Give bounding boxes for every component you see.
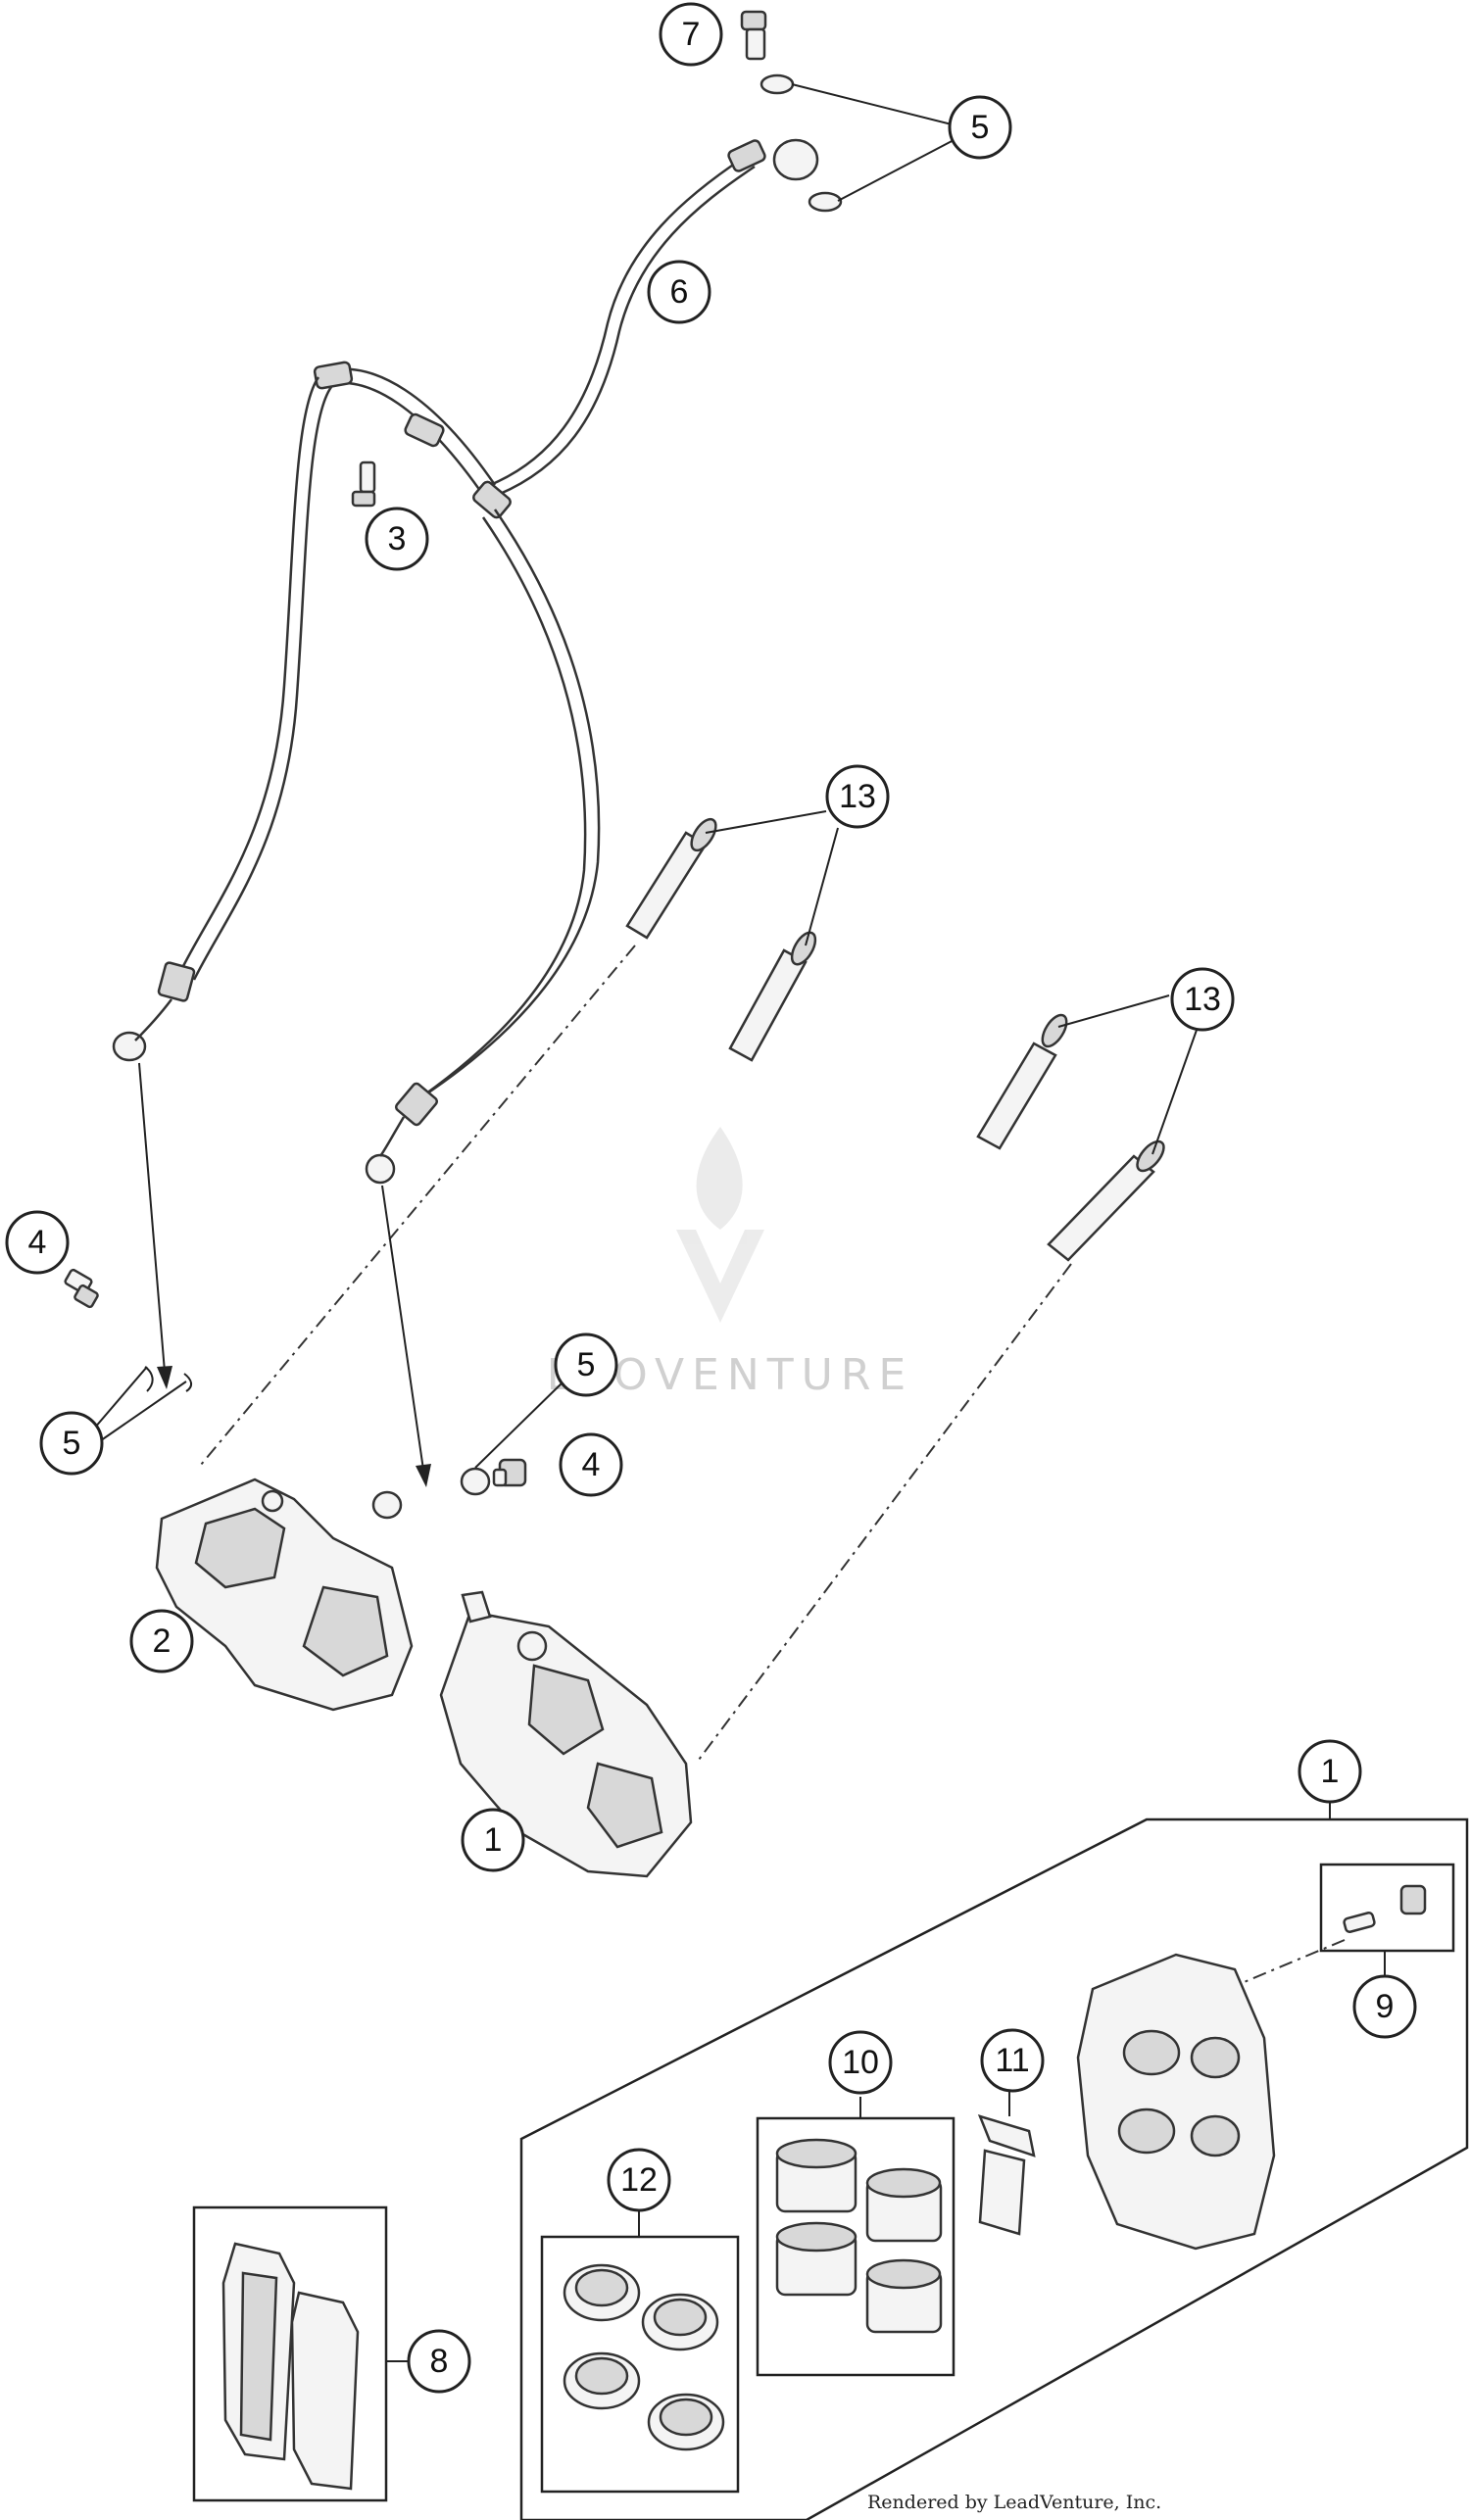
svg-text:7: 7 (682, 16, 701, 53)
callout-10: 10 (828, 2030, 893, 2095)
sealing-washer-part (144, 1366, 154, 1392)
callout-8: 8 (407, 2329, 471, 2394)
bleeder-kit-box (1319, 1863, 1455, 1953)
caliper-kit-outline (519, 1817, 1469, 2520)
svg-text:11: 11 (995, 2042, 1029, 2079)
piston-kit-box (756, 2116, 956, 2377)
brake-pad-box (192, 2205, 388, 2502)
piston-part (865, 2258, 943, 2334)
callout-1-main: 1 (461, 1808, 525, 1872)
brake-pad-part (221, 2242, 360, 2491)
svg-text:9: 9 (1376, 1988, 1395, 2025)
guide-pin-part (625, 817, 717, 940)
watermark-logo (676, 1127, 764, 1323)
pad-spring-part (977, 2114, 1036, 2236)
piston-seal-part (563, 2263, 725, 2451)
svg-text:8: 8 (430, 2343, 449, 2380)
svg-text:4: 4 (582, 1446, 601, 1483)
svg-text:5: 5 (63, 1425, 81, 1462)
sealing-washer-part (760, 73, 795, 95)
svg-text:1: 1 (1321, 1753, 1340, 1790)
caliper-bracket-part (155, 1478, 414, 1712)
svg-text:12: 12 (620, 2161, 658, 2199)
sealing-washer-part (183, 1373, 192, 1392)
svg-text:6: 6 (670, 273, 689, 311)
sealing-washer-part (371, 1490, 403, 1520)
guide-pin-part (976, 1013, 1068, 1150)
callout-3: 3 (365, 507, 429, 571)
banjo-bolt-part (740, 10, 767, 61)
bleeder-valve-part (1343, 1884, 1427, 1933)
callout-5-mid: 5 (554, 1333, 618, 1397)
credit-text: Rendered by LeadVenture, Inc. (867, 2492, 1161, 2513)
svg-text:13: 13 (1184, 981, 1221, 1018)
svg-text:1: 1 (484, 1821, 503, 1859)
svg-text:3: 3 (388, 520, 407, 557)
brake-hose-part (112, 138, 819, 1185)
bolt-part (351, 460, 376, 508)
guide-pin-part (728, 931, 817, 1062)
bleed-screw-part (492, 1458, 527, 1487)
callout-4-mid: 4 (559, 1432, 623, 1497)
callout-2: 2 (129, 1609, 194, 1673)
piston-part (775, 2221, 858, 2297)
callout-7: 7 (659, 2, 723, 67)
assembly-axis-line (695, 1263, 1072, 1765)
svg-text:5: 5 (971, 109, 990, 146)
callout-5-left: 5 (39, 1411, 104, 1476)
svg-text:10: 10 (842, 2044, 879, 2081)
callout-5-top: 5 (948, 95, 1012, 160)
callout-11: 11 (980, 2028, 1045, 2093)
callout-1-kit: 1 (1298, 1739, 1362, 1804)
callout-4-left: 4 (5, 1210, 70, 1275)
svg-text:2: 2 (153, 1623, 172, 1660)
callout-13-upper: 13 (825, 764, 890, 829)
callout-6: 6 (647, 260, 711, 324)
svg-text:5: 5 (577, 1346, 596, 1383)
callout-13-lower: 13 (1170, 967, 1235, 1032)
bleed-screw-part (64, 1268, 99, 1309)
assembly-arrow (381, 1185, 431, 1487)
sealing-washer-part (460, 1467, 491, 1496)
svg-text:13: 13 (839, 778, 876, 815)
piston-part (865, 2167, 943, 2243)
callout-9: 9 (1352, 1974, 1417, 2039)
piston-part (775, 2138, 858, 2213)
sealing-washer-part (808, 191, 843, 213)
svg-text:4: 4 (28, 1224, 47, 1261)
guide-pin-part (1047, 1139, 1165, 1262)
assembly-arrow (138, 1062, 172, 1389)
brake-caliper-kit-part (1076, 1953, 1276, 2251)
callout-12: 12 (607, 2148, 671, 2212)
